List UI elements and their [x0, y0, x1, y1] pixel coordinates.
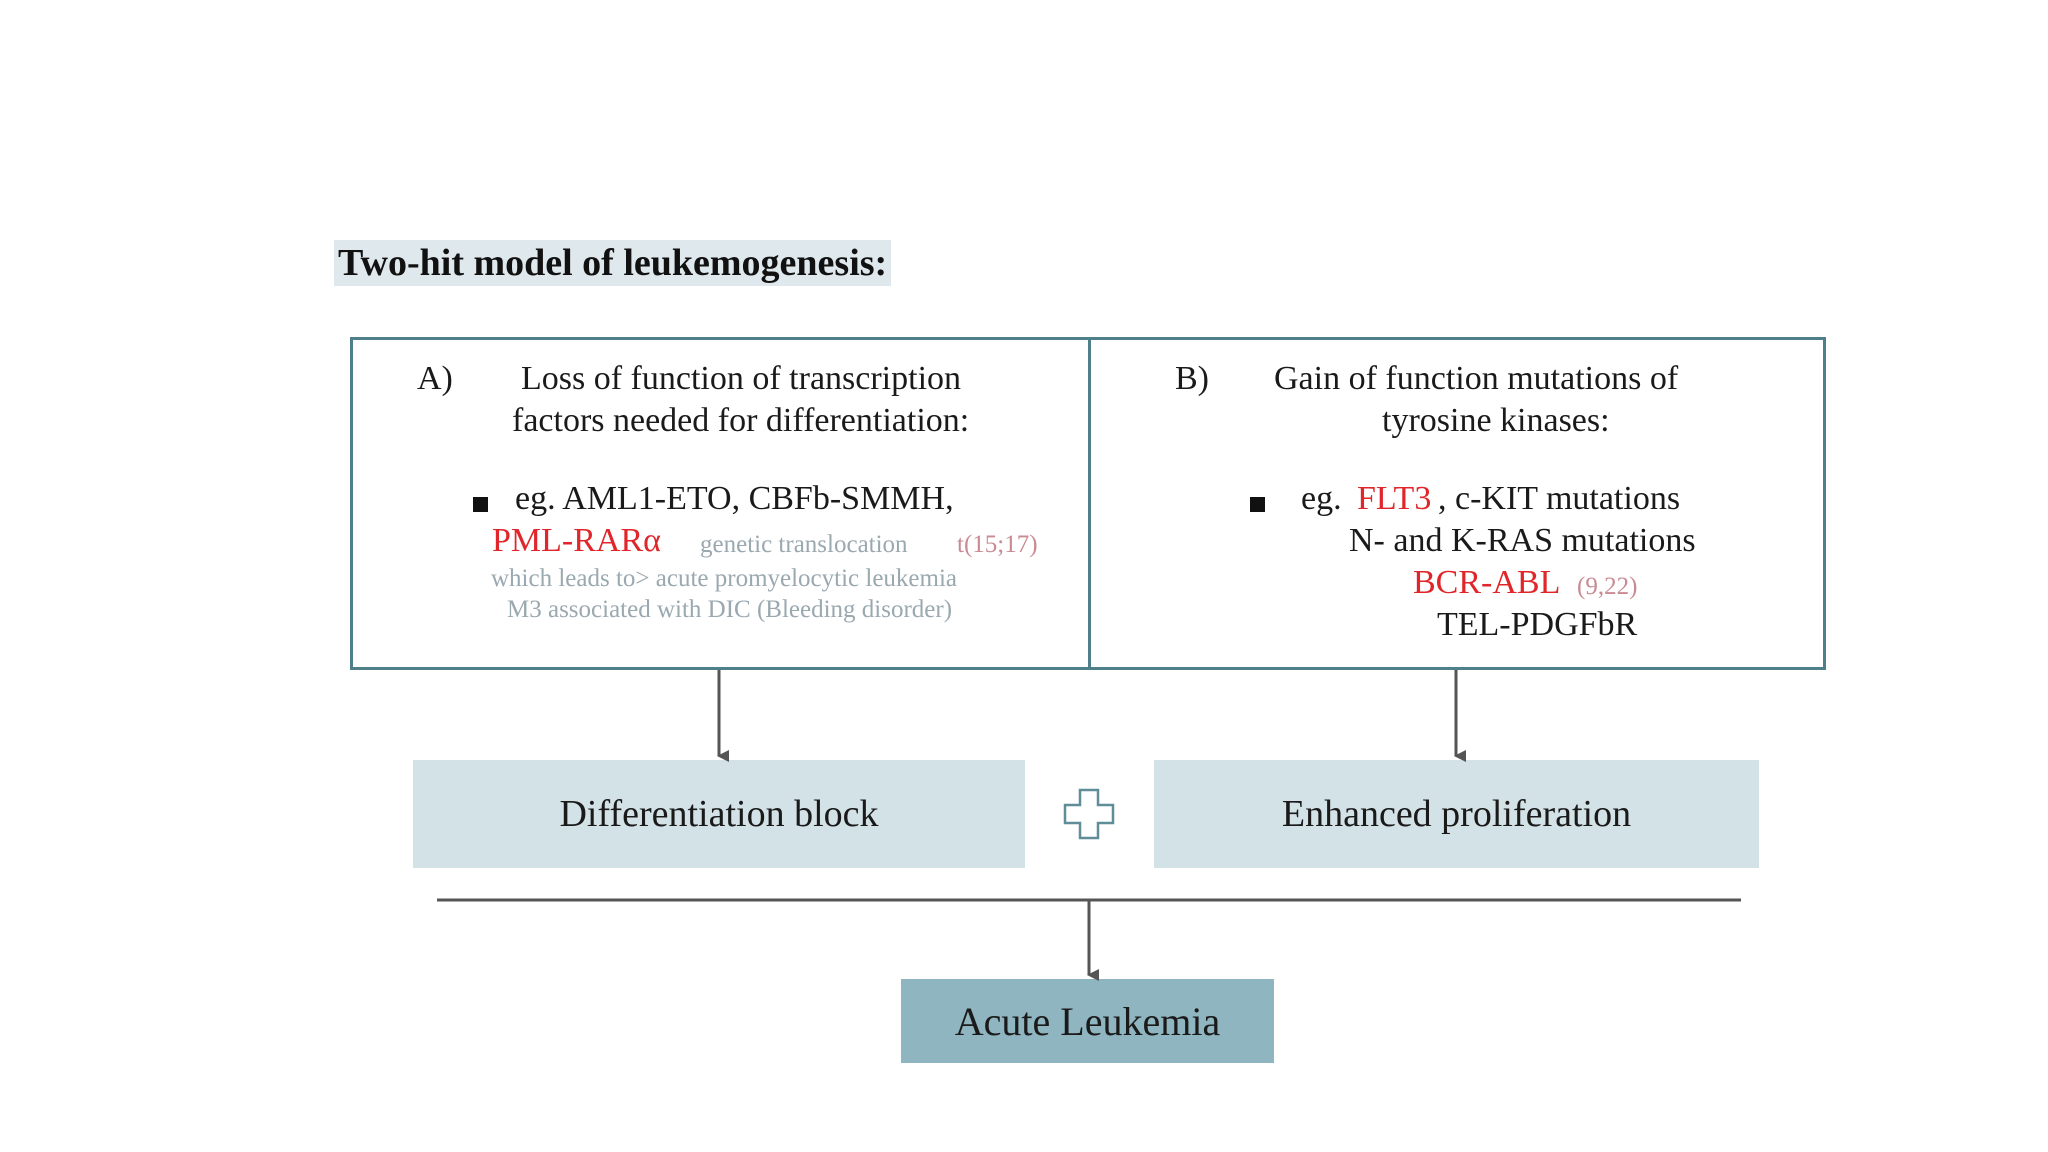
panel-a-letter: A) — [417, 360, 453, 397]
panel-b-highlight-flt3: FLT3 — [1357, 480, 1432, 517]
panel-a-note-inline: genetic translocation — [700, 531, 908, 558]
panel-b-gain-of-function: B) Gain of function mutations of tyrosin… — [1091, 340, 1823, 667]
acute-leukemia-box: Acute Leukemia — [901, 979, 1274, 1063]
panel-b-code2: (9,22) — [1577, 573, 1638, 600]
plus-icon — [1063, 788, 1115, 840]
panel-b-line2: N- and K-RAS mutations — [1349, 522, 1696, 559]
enhanced-proliferation-box: Enhanced proliferation — [1154, 760, 1759, 868]
hit-panels: A) Loss of function of transcription fac… — [350, 337, 1826, 670]
panel-a-note-line2: which leads to> acute promyelocytic leuk… — [491, 565, 958, 592]
panel-a-heading-line2: factors needed for differentiation: — [512, 402, 970, 439]
panel-b-line4: TEL-PDGFbR — [1437, 606, 1638, 643]
panel-b-highlight-bcr-abl: BCR-ABL — [1413, 564, 1561, 601]
panel-b-heading-line1: Gain of function mutations of — [1274, 360, 1679, 397]
panel-b-heading-line2: tyrosine kinases: — [1382, 402, 1610, 439]
panel-a-note-code: t(15;17) — [957, 531, 1038, 558]
panel-divider — [1088, 340, 1091, 667]
panel-a-heading-line1: Loss of function of transcription — [521, 360, 962, 397]
panel-a-loss-of-function: A) Loss of function of transcription fac… — [353, 340, 1088, 667]
panel-b-line1-rest: , c-KIT mutations — [1438, 480, 1681, 517]
panel-b-bullet-icon — [1250, 497, 1265, 512]
panel-a-example: eg. AML1-ETO, CBFb-SMMH, — [515, 480, 954, 517]
differentiation-block-box: Differentiation block — [413, 760, 1025, 868]
slide-title: Two-hit model of leukemogenesis: — [334, 240, 892, 286]
panel-a-note-line3: M3 associated with DIC (Bleeding disorde… — [507, 596, 953, 623]
panel-a-highlight-gene: PML-RARα — [492, 522, 661, 559]
panel-b-letter: B) — [1175, 360, 1209, 397]
panel-b-eg-label: eg. — [1301, 480, 1342, 517]
panel-a-bullet-icon — [473, 497, 488, 512]
